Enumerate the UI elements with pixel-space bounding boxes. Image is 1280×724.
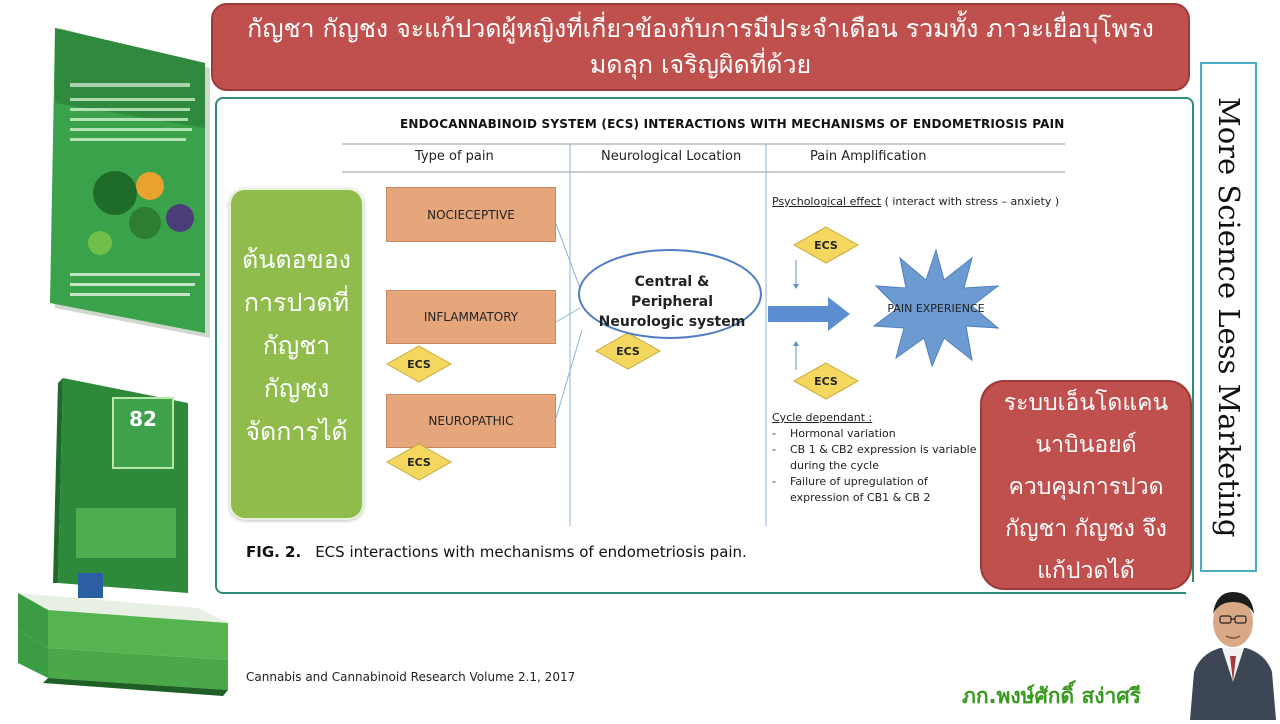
ecs-diamond: ECS — [386, 345, 452, 383]
column-header-location: Neurological Location — [601, 149, 742, 164]
ecs-label: ECS — [407, 357, 431, 371]
red-callout: ระบบเอ็นโดแคน นาบินอยด์ ควบคุมการปวด กัญ… — [980, 380, 1192, 590]
diagram-title: ENDOCANNABINOID SYSTEM (ECS) INTERACTION… — [400, 117, 1065, 131]
green-callout-line: กัญชง — [263, 374, 330, 403]
pain-experience-label: PAIN EXPERIENCE — [887, 302, 985, 315]
ecs-label: ECS — [407, 455, 431, 469]
book-stack: 82 — [18, 378, 228, 698]
column-header-type: Type of pain — [415, 149, 494, 164]
pain-box-neuropathic: NEUROPATHIC — [386, 394, 556, 448]
ecs-diamond: ECS — [793, 226, 859, 264]
red-callout-line: นาบินอยด์ — [1035, 432, 1137, 458]
cycle-item: -Hormonal variation — [772, 427, 896, 440]
central-neurologic-ellipse: Central & Peripheral Neurologic system — [577, 248, 763, 340]
author-photo — [1186, 582, 1280, 720]
ecs-label: ECS — [616, 344, 640, 358]
pain-box-inflammatory: INFLAMMATORY — [386, 290, 556, 344]
ecs-diamond: ECS — [793, 362, 859, 400]
author-name: ภก.พงษ์ศักดิ์ สง่าศรี — [962, 684, 1141, 708]
green-callout-line: การปวดที่ — [243, 288, 350, 317]
psych-note: ( interact with stress – anxiety ) — [881, 195, 1060, 208]
side-label-frame — [1200, 62, 1257, 572]
psychological-effect: Psychological effect ( interact with str… — [772, 195, 1059, 208]
figure-caption: FIG. 2. ECS interactions with mechanisms … — [246, 543, 747, 561]
ecs-diamond: ECS — [595, 332, 661, 370]
column-header-amplification: Pain Amplification — [810, 149, 927, 164]
pain-box-nociceptive: NOCIECEPTIVE — [386, 187, 556, 242]
book-cover-top — [20, 8, 210, 338]
citation: Cannabis and Cannabinoid Research Volume… — [246, 670, 576, 684]
green-callout: ต้นตอของ การปวดที่ กัญชา กัญชง จัดการได้ — [229, 188, 364, 520]
pain-experience-burst: PAIN EXPERIENCE — [872, 248, 1000, 368]
cycle-title: Cycle dependant : — [772, 411, 873, 424]
header-text: กัญชา กัญชง จะแก้ปวดผู้หญิงที่เกี่ยวข้อง… — [247, 14, 1154, 79]
side-label: More Science Less Marketing — [1212, 96, 1246, 538]
caption-label: FIG. 2. — [246, 543, 302, 561]
ecs-label: ECS — [814, 238, 838, 252]
red-callout-line: กัญชา กัญชง จึง — [1005, 516, 1167, 542]
diagram-lines — [342, 143, 1065, 526]
book-number: 82 — [129, 407, 157, 431]
header-banner: กัญชา กัญชง จะแก้ปวดผู้หญิงที่เกี่ยวข้อง… — [211, 3, 1190, 91]
cycle-item: -CB 1 & CB2 expression is variable durin… — [772, 443, 977, 472]
ecs-diamond: ECS — [386, 443, 452, 481]
psych-label: Psychological effect — [772, 195, 882, 208]
red-callout-line: ระบบเอ็นโดแคน — [1003, 390, 1169, 416]
caption-text: ECS interactions with mechanisms of endo… — [315, 543, 747, 561]
green-callout-line: ต้นตอของ — [242, 245, 351, 274]
central-label: Central & Peripheral Neurologic system — [598, 274, 746, 330]
red-callout-line: แก้ปวดได้ — [1037, 558, 1135, 584]
red-callout-line: ควบคุมการปวด — [1008, 474, 1164, 500]
cycle-item: -Failure of upregulation of expression o… — [772, 475, 931, 504]
green-callout-line: จัดการได้ — [245, 417, 348, 446]
ecs-label: ECS — [814, 374, 838, 388]
green-callout-line: กัญชา — [262, 331, 331, 360]
cycle-dependant: Cycle dependant : -Hormonal variation -C… — [772, 410, 982, 506]
amplification-arrow — [768, 297, 850, 331]
